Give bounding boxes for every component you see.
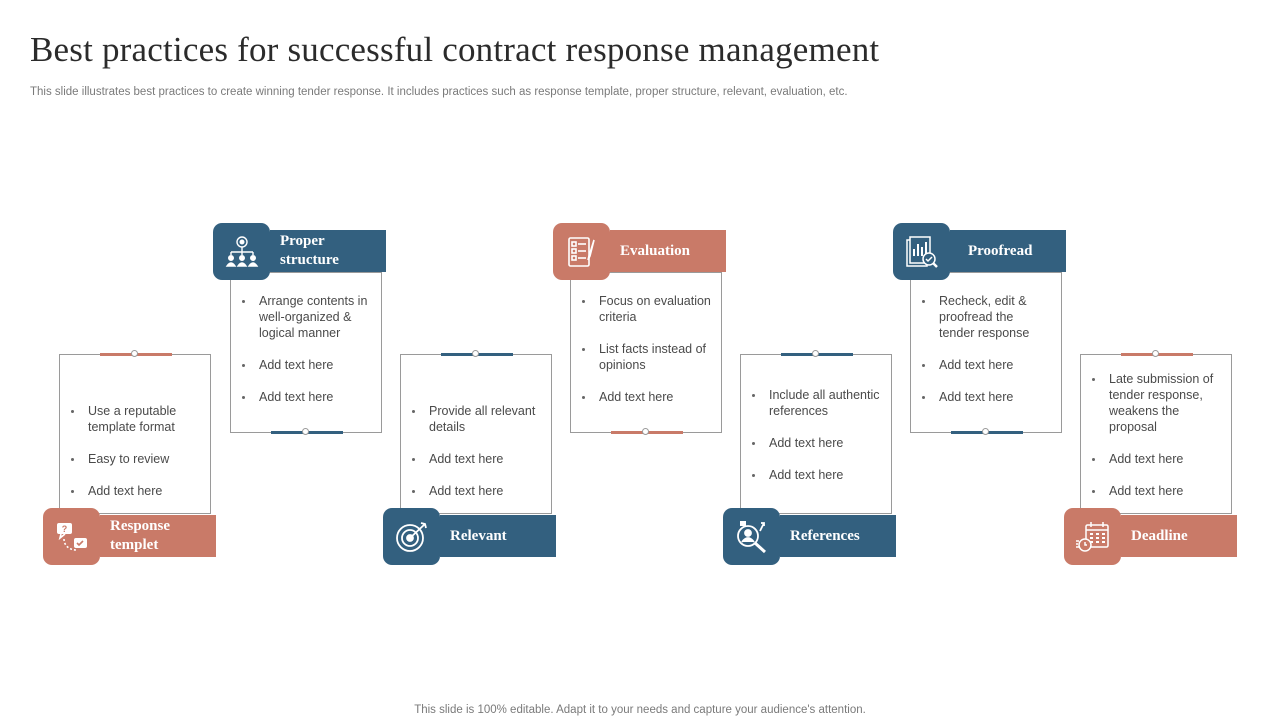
step-card-response-templet: Use a reputable template format Easy to … <box>59 350 211 514</box>
bullet-item: Add text here <box>741 467 891 483</box>
bullet-item: Add text here <box>911 389 1061 405</box>
calendar-clock-icon <box>1075 521 1109 552</box>
step-label-response-templet: Response templet <box>100 515 216 557</box>
step-label-deadline: Deadline <box>1121 515 1237 557</box>
bullet-item: Add text here <box>401 483 551 499</box>
bullet-item: Add text here <box>231 389 381 405</box>
bullet-item: Include all authentic references <box>741 387 891 419</box>
page-footer: This slide is 100% editable. Adapt it to… <box>414 704 866 716</box>
step-card-proofread: Recheck, edit & proofread the tender res… <box>910 272 1062 435</box>
bullet-item: Add text here <box>911 357 1061 373</box>
card-connector <box>781 350 853 357</box>
target-icon <box>395 521 427 552</box>
card-connector <box>271 428 343 435</box>
card-connector <box>611 428 683 435</box>
step-label-proofread: Proofread <box>950 230 1066 272</box>
bullet-item: Late submission of tender response, weak… <box>1081 371 1231 435</box>
step-card-relevant: Provide all relevant details Add text he… <box>400 350 552 514</box>
step-label-relevant: Relevant <box>440 515 556 557</box>
speech-bubbles-icon: ? <box>56 522 87 551</box>
page-subtitle: This slide illustrates best practices to… <box>30 86 848 98</box>
step-card-evaluation: Focus on evaluation criteria List facts … <box>570 272 722 435</box>
bullet-item: Focus on evaluation criteria <box>571 293 721 325</box>
org-structure-icon <box>225 235 258 267</box>
step-icon-references <box>723 508 780 565</box>
step-icon-response-templet: ? <box>43 508 100 565</box>
step-card-deadline: Late submission of tender response, weak… <box>1080 350 1232 514</box>
user-search-icon <box>736 520 766 553</box>
card-connector <box>951 428 1023 435</box>
bullet-item: Use a reputable template format <box>60 403 210 435</box>
svg-text:?: ? <box>61 524 67 534</box>
step-icon-proofread <box>893 223 950 280</box>
checklist-icon <box>567 236 595 267</box>
step-card-proper-structure: Arrange contents in well-organized & log… <box>230 272 382 435</box>
step-card-references: Include all authentic references Add tex… <box>740 350 892 514</box>
bullet-item: Provide all relevant details <box>401 403 551 435</box>
card-connector <box>1121 350 1193 357</box>
step-icon-evaluation <box>553 223 610 280</box>
bullet-item: Add text here <box>571 389 721 405</box>
card-connector <box>441 350 513 357</box>
bullet-item: Easy to review <box>60 451 210 467</box>
step-label-proper-structure: Proper structure <box>270 230 386 272</box>
step-icon-relevant <box>383 508 440 565</box>
bullet-item: Add text here <box>401 451 551 467</box>
bullet-item: Add text here <box>741 435 891 451</box>
bullet-item: Add text here <box>1081 451 1231 467</box>
bullet-item: List facts instead of opinions <box>571 341 721 373</box>
card-connector <box>100 350 172 357</box>
report-check-icon <box>905 235 938 268</box>
step-label-evaluation: Evaluation <box>610 230 726 272</box>
bullet-item: Add text here <box>1081 483 1231 499</box>
step-icon-deadline <box>1064 508 1121 565</box>
bullet-item: Recheck, edit & proofread the tender res… <box>911 293 1061 341</box>
page-title: Best practices for successful contract r… <box>30 30 880 69</box>
step-icon-proper-structure <box>213 223 270 280</box>
bullet-item: Add text here <box>60 483 210 499</box>
bullet-item: Arrange contents in well-organized & log… <box>231 293 381 341</box>
bullet-item: Add text here <box>231 357 381 373</box>
step-label-references: References <box>780 515 896 557</box>
